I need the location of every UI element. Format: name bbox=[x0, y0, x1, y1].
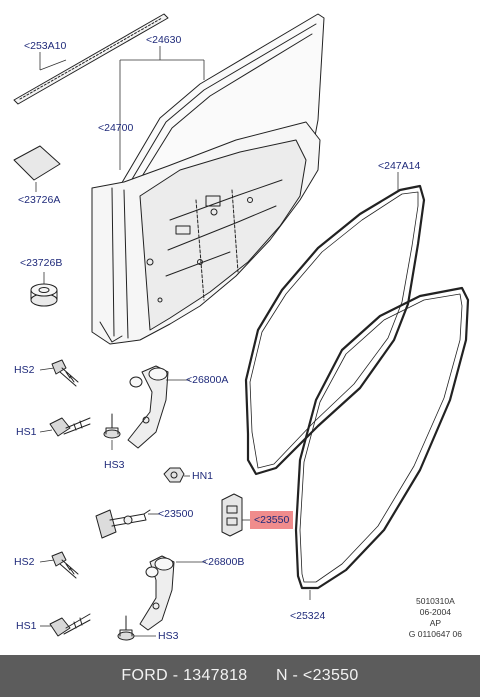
drawing-metadata: 5010310A 06-2004 AP G 0110647 06 bbox=[409, 596, 462, 640]
door-shell-part bbox=[91, 121, 321, 345]
label-23500: <23500 bbox=[158, 508, 194, 520]
meta-date: 06-2004 bbox=[419, 607, 451, 617]
hinge-26800A-part bbox=[127, 365, 169, 449]
meta-drawing-id: 5010310A bbox=[415, 596, 455, 606]
footer-part-number: 1347818 bbox=[183, 667, 248, 684]
label-25324: <25324 bbox=[290, 610, 326, 622]
outer-door-seal-part bbox=[244, 184, 426, 476]
screw-hs3-top-part bbox=[103, 413, 121, 439]
hinge-26800B-part bbox=[139, 555, 175, 631]
label-247A14: <247A14 bbox=[378, 160, 421, 172]
bracket-23550-part bbox=[221, 493, 243, 537]
footer-brand: FORD bbox=[121, 667, 168, 684]
label-hs2-top: HS2 bbox=[14, 364, 35, 376]
belt-moulding-part bbox=[13, 13, 169, 105]
label-hs3-top: HS3 bbox=[104, 459, 125, 471]
footer-part-code: N - <23550 bbox=[275, 667, 359, 684]
nut-hn1-part bbox=[163, 467, 185, 483]
inner-door-seal-part bbox=[294, 286, 470, 590]
label-26800B: <26800B bbox=[202, 556, 245, 568]
label-hs1-top: HS1 bbox=[16, 426, 37, 438]
bolt-hs2-top-part bbox=[51, 359, 79, 387]
check-strap-23500-part bbox=[95, 509, 151, 539]
label-24630: <24630 bbox=[146, 34, 182, 46]
label-hs1-bottom: HS1 bbox=[16, 620, 37, 632]
label-hs2-bottom: HS2 bbox=[14, 556, 35, 568]
label-23550-highlight: <23550 bbox=[250, 511, 294, 529]
label-23726B: <23726B bbox=[20, 257, 63, 269]
bolt-hs1-bottom-part bbox=[49, 613, 91, 637]
meta-region: AP bbox=[429, 618, 442, 628]
label-253A10: <253A10 bbox=[24, 40, 67, 52]
door-exploded-diagram bbox=[13, 13, 470, 641]
grommet-23726B-part bbox=[30, 283, 58, 307]
bolt-hs1-top-part bbox=[49, 417, 91, 437]
screw-hs3-bottom-part bbox=[117, 615, 135, 641]
label-hn1: HN1 bbox=[192, 470, 214, 482]
footer-bar: FORD - 1347818 N - <23550 bbox=[0, 655, 480, 697]
label-23726A: <23726A bbox=[18, 194, 61, 206]
label-24700: <24700 bbox=[98, 122, 134, 134]
bolt-hs2-bottom-part bbox=[51, 551, 79, 579]
label-26800A: <26800A bbox=[186, 374, 229, 386]
pad-23726A-part bbox=[13, 145, 61, 181]
label-hs3-bottom: HS3 bbox=[158, 630, 179, 642]
meta-reference: G 0110647 06 bbox=[408, 629, 462, 639]
